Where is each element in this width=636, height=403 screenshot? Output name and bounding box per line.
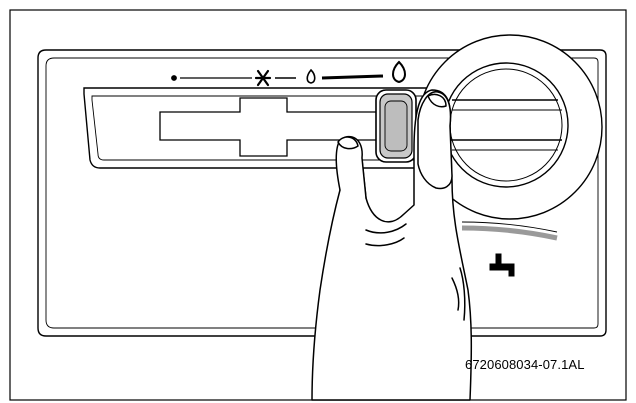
figure-code-label: 6720608034-07.1AL — [465, 357, 585, 372]
dot-icon — [171, 75, 177, 81]
hand-illustration — [311, 89, 473, 401]
front-panel — [37, 49, 607, 337]
slider-knob — [375, 89, 417, 163]
temperature-scale — [171, 60, 406, 87]
tap-icon — [489, 253, 515, 277]
arc-indicator — [461, 225, 558, 241]
small-flame-icon — [306, 68, 316, 84]
large-flame-icon — [392, 60, 406, 84]
scale-line-3 — [321, 74, 384, 80]
front-panel-inner — [45, 57, 599, 329]
rotary-knob — [417, 34, 603, 241]
frost-star-icon — [254, 69, 272, 87]
